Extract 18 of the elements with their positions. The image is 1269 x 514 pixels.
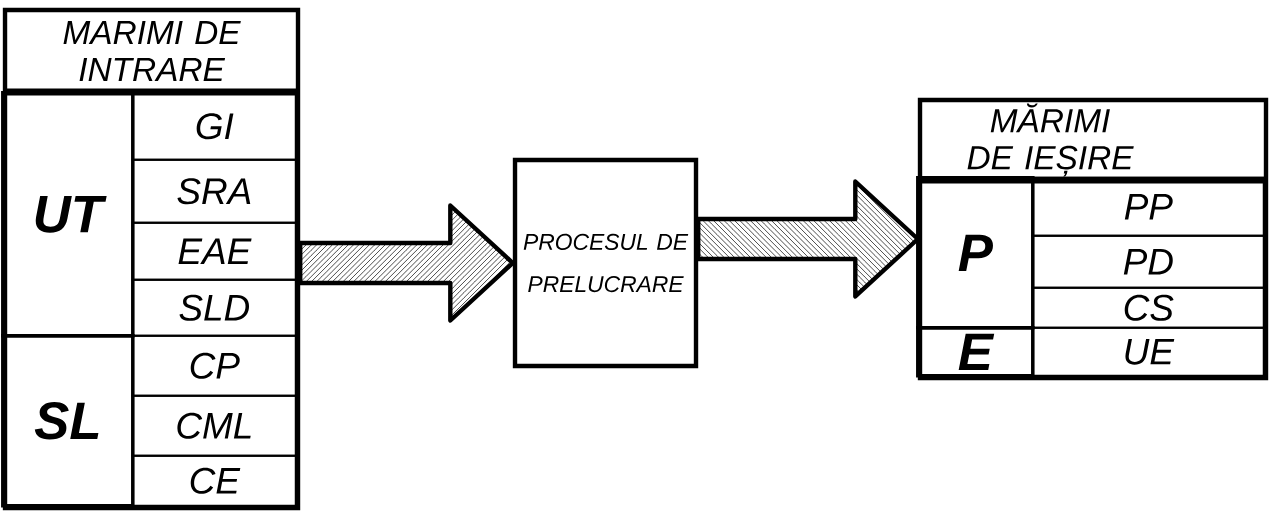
table-cell: CE	[131, 454, 297, 507]
table-cell: EAE	[131, 221, 297, 281]
block-arrow	[298, 203, 515, 323]
process-box: PROCESUL DE PRELUCRARE	[512, 157, 699, 369]
group-cell: P	[916, 176, 1035, 330]
table-cell: PP	[1031, 176, 1265, 237]
table-cell: CML	[131, 394, 297, 457]
group-cell: E	[916, 326, 1035, 378]
group-cell: UT	[1, 91, 135, 338]
table-cell: CS	[1031, 286, 1265, 329]
block-arrow	[696, 179, 920, 299]
table-cell: UE	[1031, 326, 1265, 377]
table-cell: SLD	[131, 278, 297, 337]
table-cell: SRA	[131, 158, 297, 224]
table-cell: PD	[1031, 234, 1265, 289]
table-cell: CP	[131, 334, 297, 397]
group-cell: SL	[1, 334, 135, 508]
table-cell: GI	[131, 91, 297, 161]
